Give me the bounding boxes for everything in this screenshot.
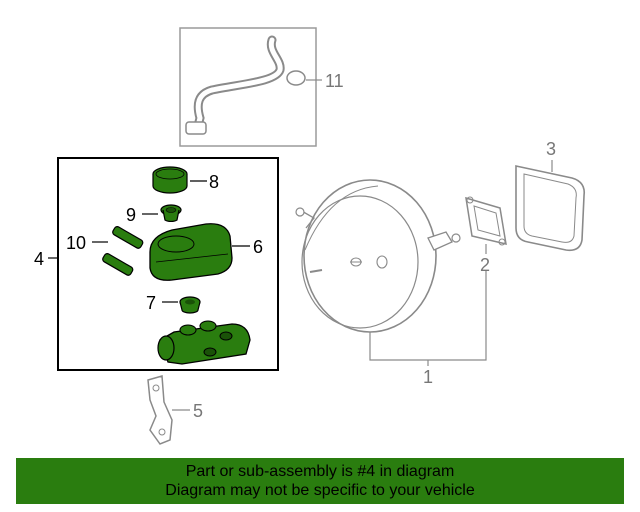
hose-clamp-top[interactable] [286, 70, 306, 86]
callout-11: 11 [325, 71, 344, 91]
subassembly-4-group: 4 8 9 10 6 [34, 157, 279, 371]
callout-8: 8 [209, 172, 219, 192]
gasket-part-2[interactable] [465, 196, 507, 246]
banner-line-2: Diagram may not be specific to your vehi… [165, 482, 475, 499]
hose-inner-line [195, 37, 283, 129]
hose-clamp-bottom[interactable] [185, 121, 207, 135]
banner-line-1: Part or sub-assembly is #4 in diagram [185, 463, 455, 480]
reservoir-cap-part-8[interactable] [152, 166, 188, 194]
inset-hose-frame [179, 27, 317, 147]
seal-plate-part-3[interactable] [515, 165, 586, 252]
bracket-part-5[interactable] [147, 375, 173, 445]
callout-10: 10 [66, 233, 86, 253]
pins-part-10[interactable] [102, 226, 144, 277]
callout-9: 9 [126, 205, 136, 225]
grommet-part-9[interactable] [160, 204, 182, 223]
reservoir-part-6[interactable] [149, 223, 233, 281]
callout-5: 5 [193, 401, 203, 421]
brake-booster-part-1[interactable] [295, 179, 461, 333]
callout-4: 4 [34, 249, 44, 269]
inset-hose-group: 11 [179, 27, 344, 147]
callout-1: 1 [423, 367, 433, 387]
callout-7: 7 [146, 293, 156, 313]
subassembly-4-frame [57, 157, 279, 371]
seal-part-7[interactable] [179, 296, 201, 314]
callout-2: 2 [480, 255, 490, 275]
callout-6: 6 [253, 237, 263, 257]
master-cylinder-body[interactable] [157, 320, 251, 365]
info-banner: Part or sub-assembly is #4 in diagram Di… [16, 458, 624, 504]
callout-3: 3 [546, 139, 556, 159]
